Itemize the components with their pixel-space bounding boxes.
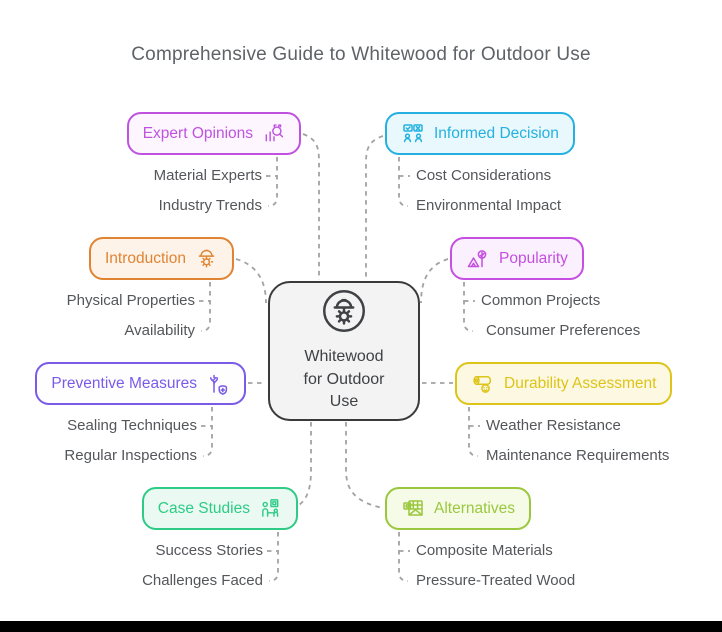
- subtopic-availability[interactable]: Availability: [124, 322, 195, 339]
- connector-alternatives: [345, 422, 384, 509]
- topic-node-expert-opinions[interactable]: Expert Opinions: [126, 112, 301, 155]
- bottom-bar: [0, 621, 722, 632]
- spine-case-studies: [268, 532, 279, 582]
- topic-label: Informed Decision: [434, 124, 559, 142]
- media-grid-icon: [401, 497, 425, 521]
- subtopic-consumer-preferences[interactable]: Consumer Preferences: [486, 322, 641, 339]
- topic-node-popularity[interactable]: Popularity: [450, 237, 584, 280]
- topic-node-durability-assessment[interactable]: Durability Assessment: [455, 362, 673, 405]
- subtopic-material-experts[interactable]: Material Experts: [153, 167, 262, 184]
- log-face-icon: [471, 372, 495, 396]
- topic-node-preventive-measures[interactable]: Preventive Measures: [35, 362, 246, 405]
- subtopic-physical-properties[interactable]: Physical Properties: [66, 292, 195, 309]
- topic-label: Durability Assessment: [504, 374, 657, 392]
- hard-hat-gear-icon: [195, 247, 218, 270]
- connector-introduction: [235, 258, 267, 304]
- decision-people-icon: [401, 122, 425, 146]
- connector-case-studies: [298, 422, 312, 506]
- connector-informed-decision: [365, 135, 384, 280]
- topic-label: Case Studies: [157, 499, 250, 517]
- tree-tent-icon: [466, 247, 490, 271]
- spine-alternatives: [398, 532, 409, 582]
- spine-expert-opinions: [267, 157, 278, 207]
- topic-label: Alternatives: [434, 499, 515, 517]
- topic-label: Preventive Measures: [51, 374, 197, 392]
- subtopic-challenges-faced[interactable]: Challenges Faced: [142, 572, 263, 589]
- topic-node-case-studies[interactable]: Case Studies: [141, 487, 298, 530]
- topic-node-introduction[interactable]: Introduction: [89, 237, 234, 280]
- subtopic-weather-resistance[interactable]: Weather Resistance: [486, 417, 621, 434]
- central-topic-label: Whitewood for Outdoor Use: [303, 347, 385, 411]
- subtopic-cost-considerations[interactable]: Cost Considerations: [416, 167, 552, 184]
- connector-popularity: [420, 258, 449, 304]
- page-title: Comprehensive Guide to Whitewood for Out…: [131, 44, 591, 65]
- spine-durability-assessment: [468, 407, 479, 457]
- connector-expert-opinions: [302, 133, 320, 280]
- subtopic-common-projects[interactable]: Common Projects: [481, 292, 601, 309]
- tree-shield-icon: [206, 372, 230, 396]
- topic-label: Expert Opinions: [142, 124, 253, 142]
- spine-preventive-measures: [202, 407, 213, 457]
- spine-introduction: [200, 282, 211, 332]
- chart-search-icon: [262, 122, 285, 145]
- subtopic-environmental-impact[interactable]: Environmental Impact: [416, 197, 562, 214]
- spine-popularity: [463, 282, 474, 332]
- spine-informed-decision: [398, 157, 409, 207]
- topic-label: Introduction: [105, 249, 186, 267]
- topic-label: Popularity: [499, 249, 568, 267]
- subtopic-pressure-treated-wood[interactable]: Pressure-Treated Wood: [416, 572, 576, 589]
- subtopic-maintenance-requirements[interactable]: Maintenance Requirements: [486, 447, 670, 464]
- topic-node-informed-decision[interactable]: Informed Decision: [385, 112, 575, 155]
- central-topic-node[interactable]: Whitewood for Outdoor Use: [268, 281, 420, 421]
- subtopic-industry-trends[interactable]: Industry Trends: [158, 197, 262, 214]
- subtopic-regular-inspections[interactable]: Regular Inspections: [64, 447, 197, 464]
- subtopic-success-stories[interactable]: Success Stories: [155, 542, 263, 559]
- presenter-icon: [259, 497, 282, 520]
- subtopic-composite-materials[interactable]: Composite Materials: [416, 542, 553, 559]
- topic-node-alternatives[interactable]: Alternatives: [385, 487, 531, 530]
- subtopic-sealing-techniques[interactable]: Sealing Techniques: [67, 417, 197, 434]
- hard-hat-gear-icon: [321, 288, 367, 339]
